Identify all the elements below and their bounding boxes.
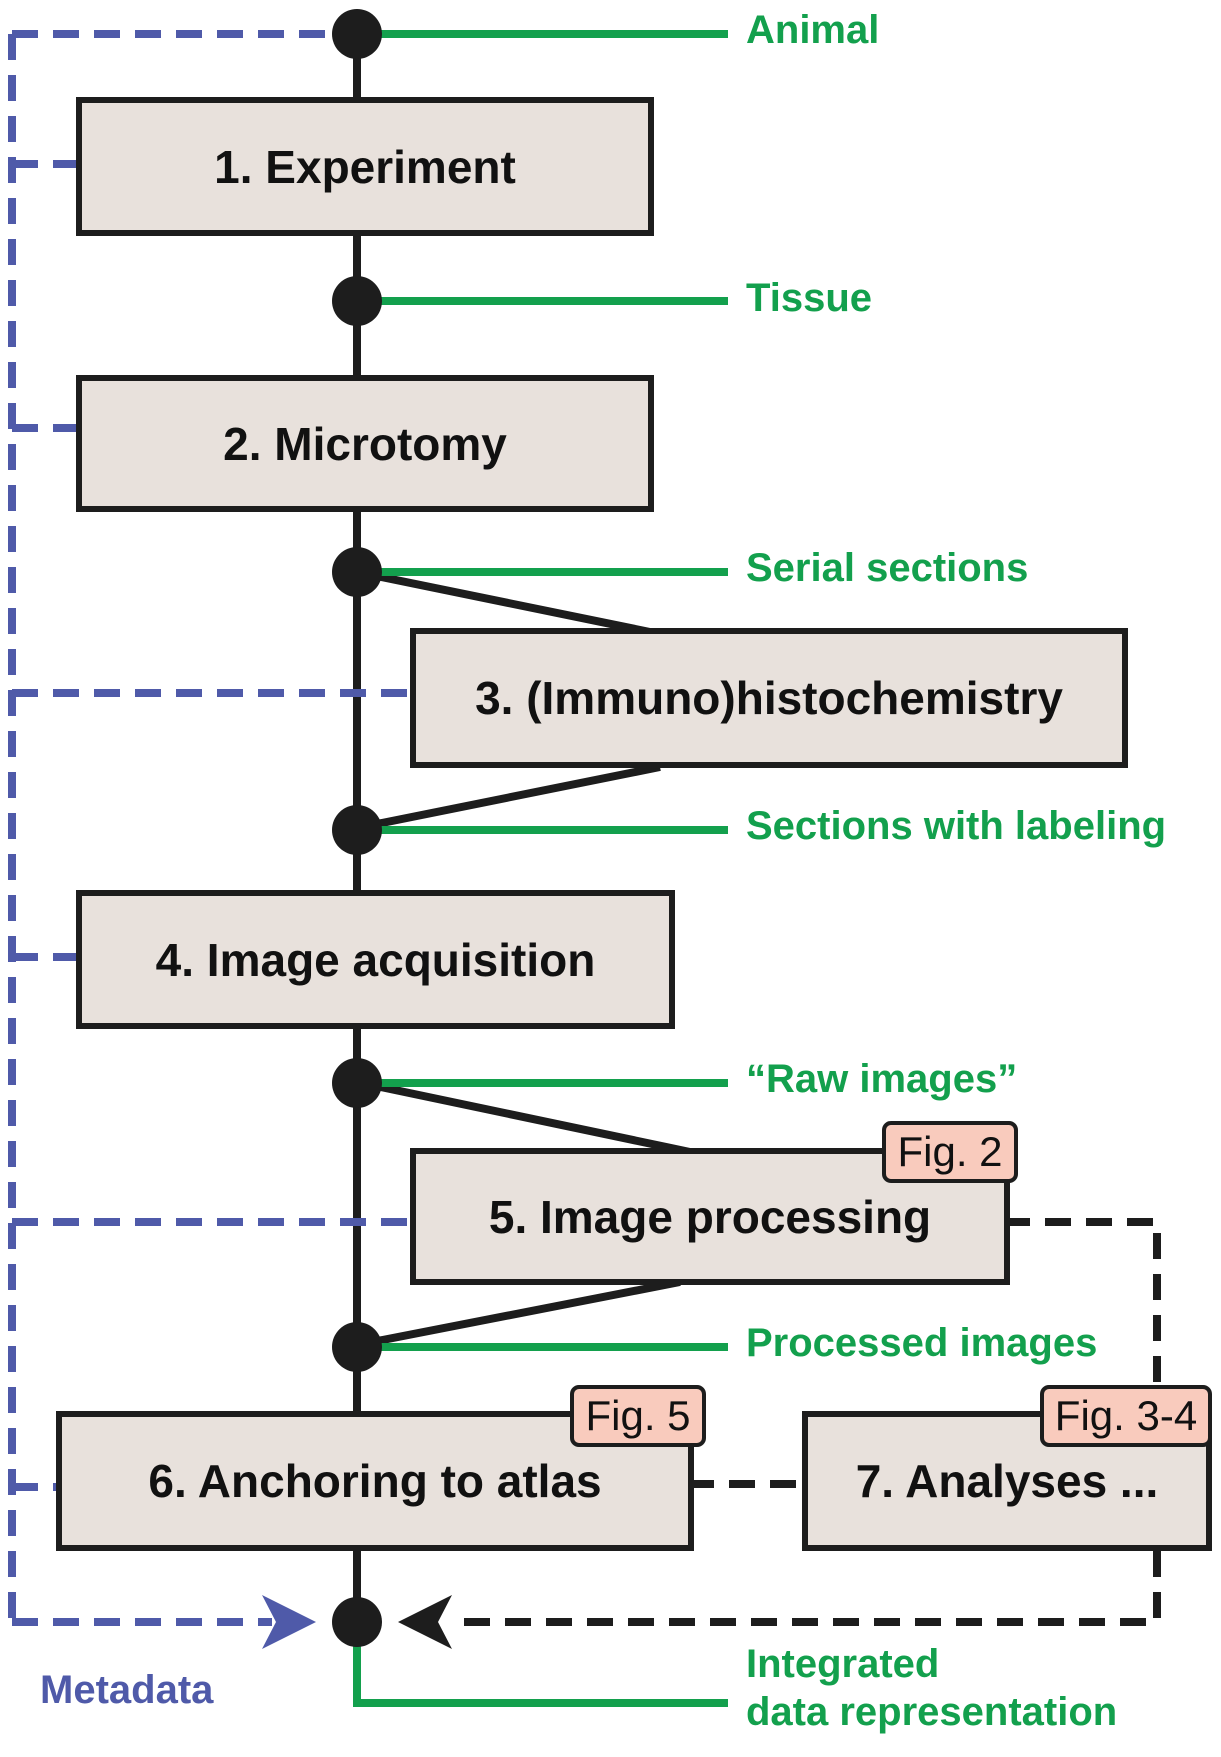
node-raw-images <box>332 1058 382 1108</box>
figure-ref-step-7-label: Fig. 3-4 <box>1054 1392 1198 1439</box>
output-label-integrated-line-2: data representation <box>746 1690 1118 1734</box>
step-2-label: 2. Microtomy <box>223 417 507 470</box>
node-processed-images <box>332 1322 382 1372</box>
step-2-microtomy: 2. Microtomy <box>76 375 654 512</box>
node-labeled-sections <box>332 805 382 855</box>
figure-ref-step-6: Fig. 5 <box>570 1385 706 1447</box>
output-label-labeled-sections: Sections with labeling <box>746 804 1167 848</box>
analysis-link-step-7-to-integrated <box>455 1551 1161 1626</box>
step-4-image-acquisition: 4. Image acquisition <box>76 890 675 1029</box>
connector-from-step-3 <box>356 763 661 832</box>
step-7-label: 7. Analyses ... <box>855 1455 1159 1507</box>
figure-ref-step-7: Fig. 3-4 <box>1040 1385 1212 1447</box>
step-4-label: 4. Image acquisition <box>155 933 596 986</box>
output-line-integrated <box>353 1622 728 1707</box>
step-1-experiment: 1. Experiment <box>76 97 654 236</box>
connector-to-step-3 <box>356 568 651 636</box>
analysis-link-step-5-to-step-7 <box>1004 1218 1161 1421</box>
step-3-label: 3. (Immuno)histochemistry <box>475 672 1063 724</box>
connector-from-step-5 <box>356 1278 681 1349</box>
step-5-label: 5. Image processing <box>488 1190 932 1243</box>
output-label-integrated-line-1: Integrated <box>746 1642 940 1686</box>
figure-ref-step-5: Fig. 2 <box>882 1121 1018 1183</box>
output-label-raw-images: “Raw images” <box>746 1057 1018 1101</box>
analysis-links <box>455 1218 1161 1626</box>
output-label-processed-images: Processed images <box>746 1321 1098 1365</box>
analysis-arrowhead <box>398 1595 452 1649</box>
output-label-animal: Animal <box>746 8 880 52</box>
node-animal <box>332 9 382 59</box>
output-lines <box>353 30 728 1707</box>
node-tissue <box>332 276 382 326</box>
figure-ref-step-6-label: Fig. 5 <box>585 1392 691 1439</box>
metadata-lines <box>8 30 410 1626</box>
step-3-histochemistry: 3. (Immuno)histochemistry <box>410 628 1128 768</box>
figure-ref-step-5-label: Fig. 2 <box>897 1128 1003 1175</box>
metadata-arrowhead <box>262 1595 316 1649</box>
connector-to-step-5 <box>356 1078 691 1156</box>
output-label-tissue: Tissue <box>746 276 872 320</box>
output-label-serial-sections: Serial sections <box>746 546 1029 590</box>
node-integrated <box>332 1597 382 1647</box>
nodes <box>332 9 382 1647</box>
metadata-label: Metadata <box>40 1668 214 1712</box>
node-serial-sections <box>332 547 382 597</box>
step-1-label: 1. Experiment <box>214 140 516 193</box>
step-6-label: 6. Anchoring to atlas <box>148 1455 602 1507</box>
output-label-integrated: Integrated data representation <box>746 1640 1117 1736</box>
